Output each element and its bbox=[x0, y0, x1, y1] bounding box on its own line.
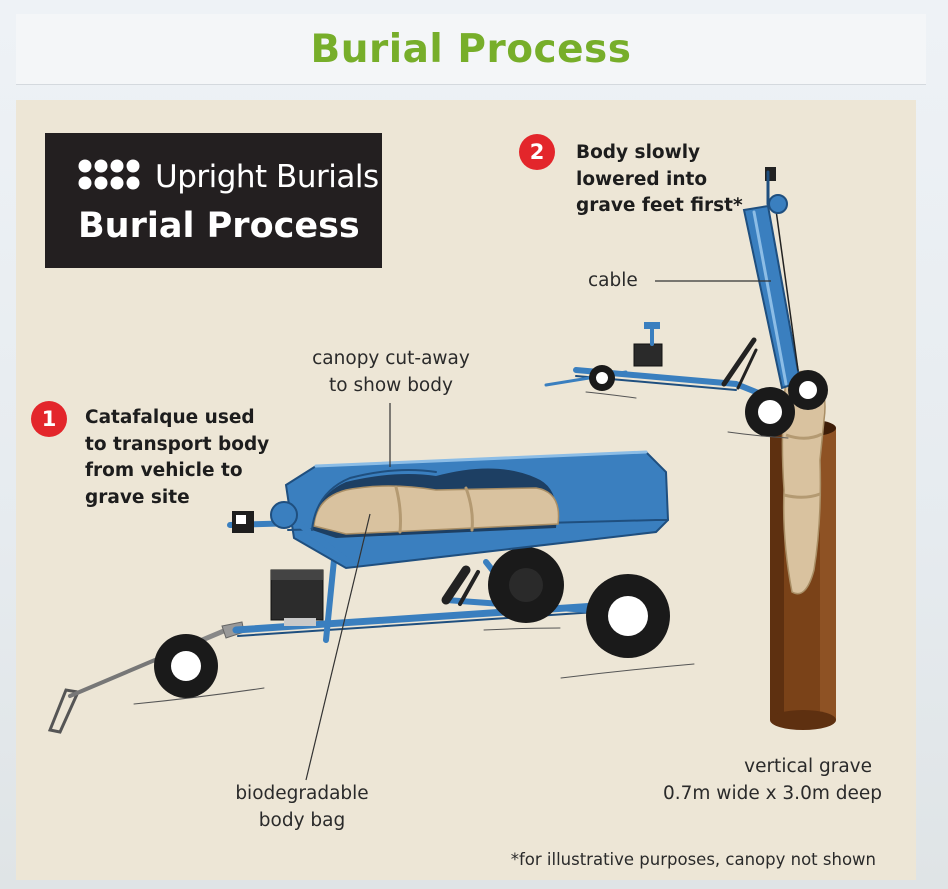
cable-label: cable bbox=[588, 270, 638, 291]
canopy-label: canopy cut-away to show body bbox=[302, 345, 480, 399]
step-2-line: grave feet first* bbox=[576, 195, 743, 216]
canopy-label-line: canopy cut-away bbox=[312, 348, 470, 369]
body-bag-label: biodegradable body bag bbox=[222, 780, 382, 834]
illustration-panel: Upright Burials Burial Process 2 Body sl… bbox=[16, 100, 916, 880]
step-1-line: from vehicle to bbox=[85, 460, 243, 481]
footnote: *for illustrative purposes, canopy not s… bbox=[510, 850, 876, 869]
step-1-line: to transport body bbox=[85, 433, 270, 455]
step-2-text: Body slowly lowered into grave feet firs… bbox=[576, 140, 743, 220]
body-bag-label-line: body bag bbox=[258, 810, 346, 831]
step-2-line: lowered into bbox=[576, 168, 708, 190]
grave-label-line: vertical grave bbox=[744, 756, 872, 777]
dots-logo-icon bbox=[78, 159, 140, 190]
canopy-label-line: to show body bbox=[329, 375, 453, 396]
bag-leader bbox=[305, 513, 371, 781]
step-2-badge: 2 bbox=[519, 134, 555, 170]
step-2-line: Body slowly bbox=[576, 142, 701, 163]
grave-label-line: 0.7m wide x 3.0m deep bbox=[662, 783, 882, 804]
step-1-line: grave site bbox=[85, 486, 190, 508]
body-bag-lowered bbox=[781, 370, 826, 595]
brand-logo-box: Upright Burials Burial Process bbox=[45, 133, 382, 268]
grave-label: vertical grave 0.7m wide x 3.0m deep bbox=[622, 753, 882, 807]
burial-illustration bbox=[47, 167, 836, 781]
step-1-badge: 1 bbox=[31, 401, 67, 437]
lowering-device bbox=[544, 167, 828, 439]
step-1-line: Catafalque used bbox=[85, 407, 255, 428]
page-title: Burial Process bbox=[310, 26, 632, 72]
step-1-text: Catafalque used to transport body from v… bbox=[85, 405, 269, 511]
logo-subtitle: Burial Process bbox=[78, 206, 360, 246]
brand-name: Upright Burials bbox=[155, 159, 379, 195]
catafalque bbox=[47, 450, 695, 734]
body-bag-label-line: biodegradable bbox=[235, 783, 369, 804]
title-bar: Burial Process bbox=[16, 14, 926, 85]
